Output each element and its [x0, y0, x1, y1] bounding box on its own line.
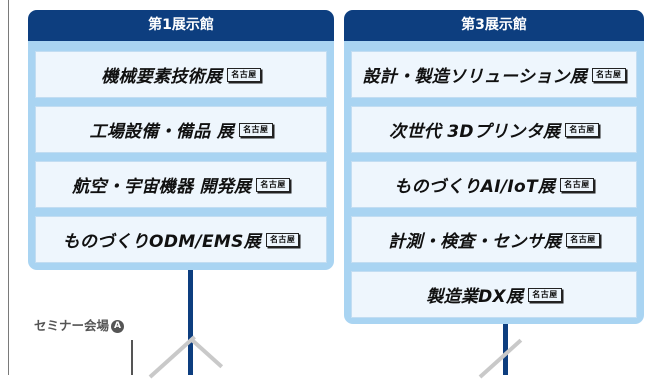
nagoya-tag: 名古屋 — [256, 177, 290, 192]
nagoya-tag: 名古屋 — [560, 177, 594, 192]
exhibit-name: 工場設備・備品 展 — [89, 122, 235, 142]
exhibit-name: ものづくりAI/IoT展 — [394, 177, 556, 197]
exhibit-item[interactable]: 計測・検査・センサ展 名古屋 — [351, 216, 637, 263]
hall-1-panel: 第1展示館 機械要素技術展 名古屋 工場設備・備品 展 名古屋 航空・宇宙機器 … — [28, 10, 334, 270]
hall-3-panel: 第3展示館 設計・製造ソリューション展 名古屋 次世代 3Dプリンタ展 名古屋 … — [344, 10, 644, 324]
nagoya-tag: 名古屋 — [239, 122, 273, 137]
hall-1-title: 第1展示館 — [28, 10, 334, 41]
nagoya-tag: 名古屋 — [592, 67, 626, 82]
exhibit-name: 計測・検査・センサ展 — [388, 232, 562, 252]
exhibit-item[interactable]: 工場設備・備品 展 名古屋 — [35, 106, 327, 153]
exhibit-item[interactable]: 製造業DX展 名古屋 — [351, 271, 637, 318]
exhibit-item[interactable]: ものづくりAI/IoT展 名古屋 — [351, 161, 637, 208]
exhibit-item[interactable]: 設計・製造ソリューション展 名古屋 — [351, 51, 637, 98]
seminar-pointer-line — [131, 340, 133, 375]
walkway-line — [478, 338, 523, 379]
exhibit-item[interactable]: ものづくりODM/EMS展 名古屋 — [35, 216, 327, 263]
exhibit-name: 製造業DX展 — [426, 287, 524, 307]
nagoya-tag: 名古屋 — [227, 67, 261, 82]
nagoya-tag: 名古屋 — [566, 232, 600, 247]
hall-1-connector — [188, 270, 193, 375]
seminar-label: セミナー会場 — [34, 318, 110, 333]
exhibit-name: 次世代 3Dプリンタ展 — [389, 122, 561, 142]
seminar-mark-icon: A — [111, 320, 125, 333]
nagoya-tag: 名古屋 — [528, 287, 562, 302]
nagoya-tag: 名古屋 — [565, 122, 599, 137]
exhibit-name: ものづくりODM/EMS展 — [62, 232, 261, 252]
exhibit-item[interactable]: 次世代 3Dプリンタ展 名古屋 — [351, 106, 637, 153]
exhibit-name: 航空・宇宙機器 開発展 — [72, 177, 252, 197]
hall-3-title: 第3展示館 — [344, 10, 644, 41]
nagoya-tag: 名古屋 — [265, 232, 300, 247]
exhibit-name: 機械要素技術展 — [101, 67, 223, 87]
exhibit-item[interactable]: 航空・宇宙機器 開発展 名古屋 — [35, 161, 327, 208]
left-divider-line — [8, 0, 9, 375]
exhibit-name: 設計・製造ソリューション展 — [362, 67, 588, 87]
exhibit-item[interactable]: 機械要素技術展 名古屋 — [35, 51, 327, 98]
walkway-line — [190, 338, 224, 369]
